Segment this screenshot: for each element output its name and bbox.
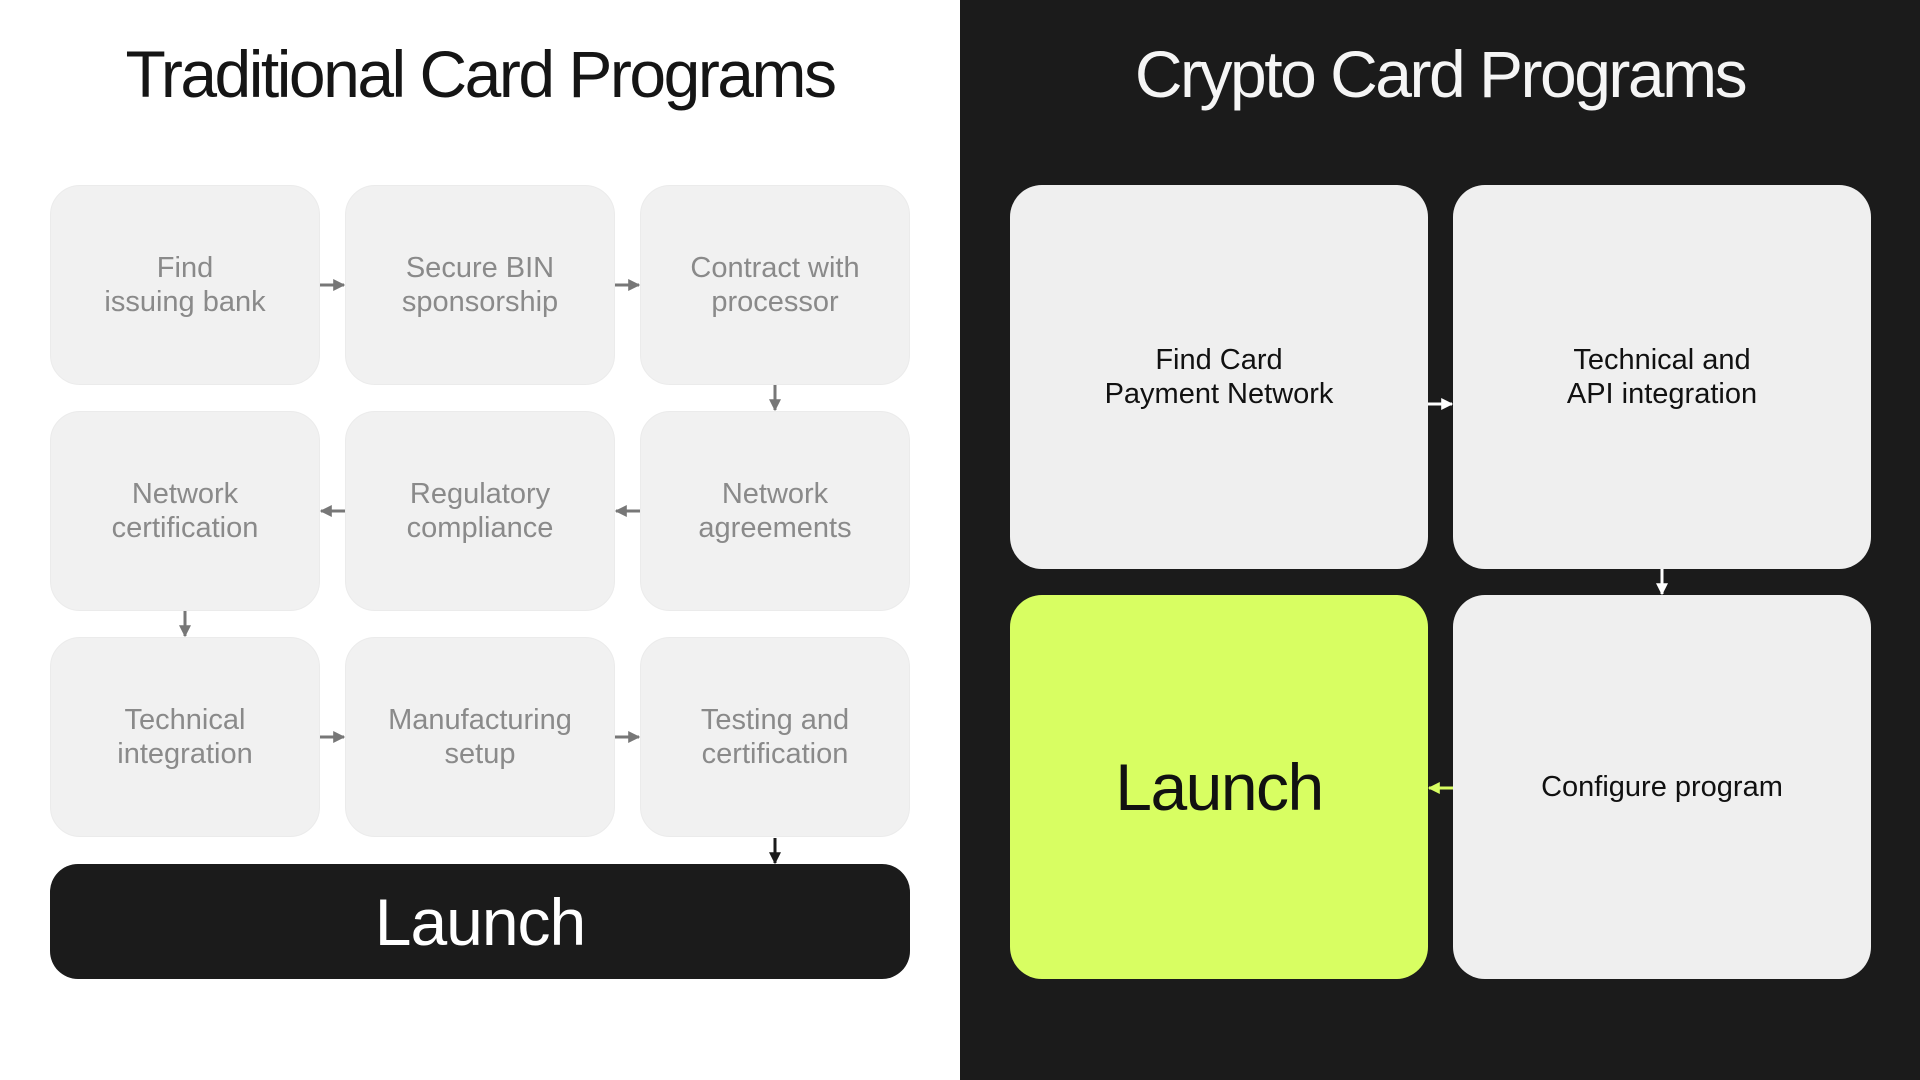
step-label-line: Network (131, 478, 239, 510)
step-label-line: Payment Network (1104, 378, 1334, 410)
step-regulatory-compliance: Regulatory compliance (345, 411, 615, 611)
crypto-launch-box: Launch (1010, 595, 1428, 979)
traditional-title: Traditional Card Programs (125, 37, 837, 111)
traditional-launch-box: Launch (50, 864, 910, 979)
step-label-line: setup (444, 738, 516, 770)
step-label-line: Testing and (700, 704, 850, 736)
step-label-line: certification (701, 738, 849, 770)
step-label-line: Manufacturing (388, 704, 572, 736)
traditional-panel: Traditional Card Programs Find issuing b… (50, 37, 910, 979)
step-label-line: processor (711, 286, 839, 318)
step-find-card-payment-network: Find Card Payment Network (1010, 185, 1428, 569)
traditional-launch-label: Launch (374, 884, 587, 959)
step-label-line: Regulatory (409, 478, 551, 510)
step-label-line: Find Card (1155, 344, 1283, 376)
step-label-line: Configure program (1541, 771, 1783, 803)
step-label-line: agreements (698, 512, 852, 544)
step-label-line: certification (111, 512, 259, 544)
step-configure-program: Configure program (1453, 595, 1871, 979)
step-label-line: Technical and (1573, 344, 1751, 376)
step-label-line: API integration (1566, 378, 1758, 410)
step-label-line: integration (117, 738, 253, 770)
step-label-line: Contract with (690, 252, 860, 284)
crypto-title: Crypto Card Programs (1134, 37, 1748, 111)
step-label-line: Find (156, 252, 214, 284)
step-manufacturing-setup: Manufacturing setup (345, 637, 615, 837)
step-technical-and-api-integration: Technical and API integration (1453, 185, 1871, 569)
step-label-line: sponsorship (401, 286, 559, 318)
step-technical-integration: Technical integration (50, 637, 320, 837)
step-label-line: compliance (406, 512, 554, 544)
step-label-line: issuing bank (104, 286, 266, 318)
step-find-issuing-bank: Find issuing bank (50, 185, 320, 385)
step-label-line: Technical (124, 704, 246, 736)
crypto-panel: Crypto Card Programs Find Card Payment N… (960, 0, 1920, 1080)
step-label-line: Network (721, 478, 829, 510)
step-network-certification: Network certification (50, 411, 320, 611)
step-label-line: Secure BIN (405, 252, 555, 284)
step-contract-with-processor: Contract with processor (640, 185, 910, 385)
crypto-launch-label: Launch (1115, 750, 1324, 824)
step-testing-and-certification: Testing and certification (640, 637, 910, 837)
step-network-agreements: Network agreements (640, 411, 910, 611)
step-secure-bin-sponsorship: Secure BIN sponsorship (345, 185, 615, 385)
